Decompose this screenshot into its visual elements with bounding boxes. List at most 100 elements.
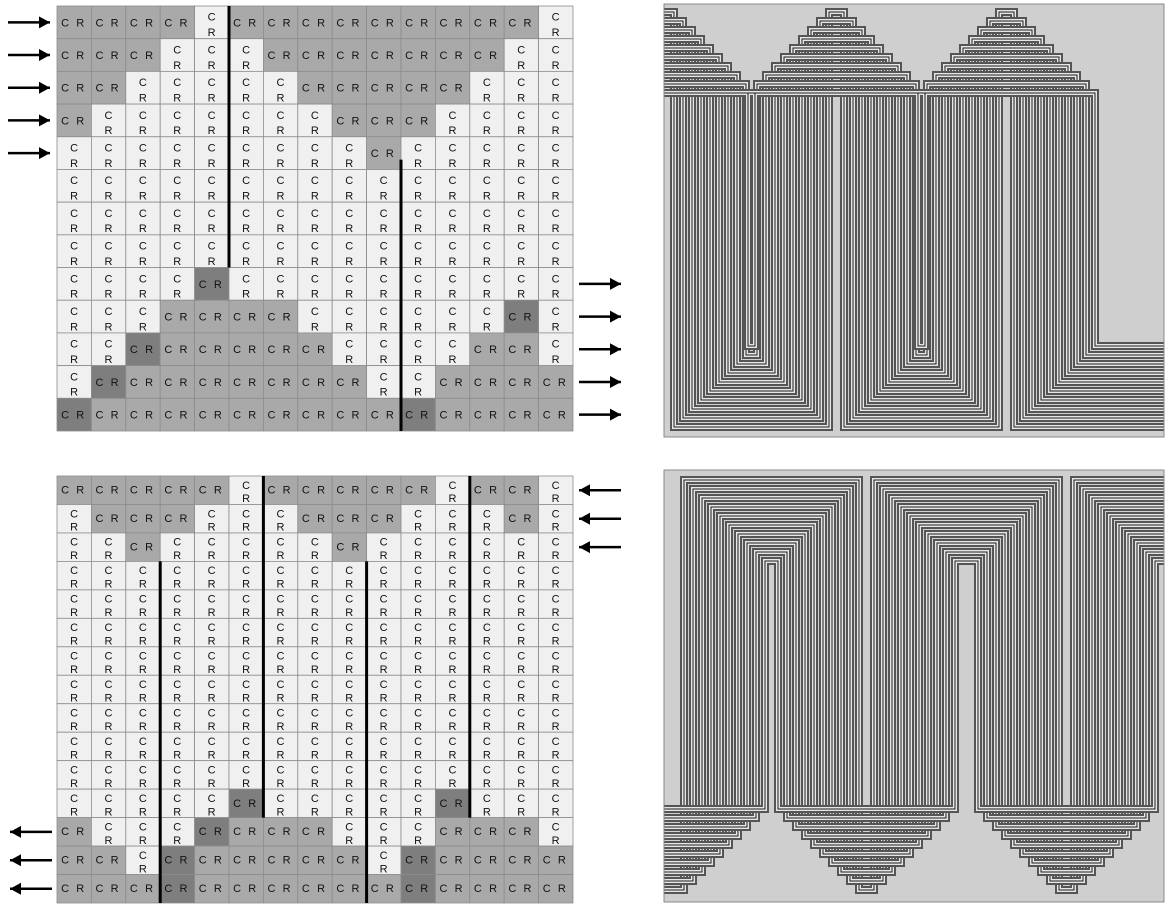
cell-column-glyph: C [414,793,422,805]
cell-column-glyph: C [552,142,560,154]
cell-column-glyph: C [268,377,276,389]
cell-row-glyph: R [145,17,153,29]
cell-row-glyph: R [455,377,463,389]
cell-row-glyph: R [70,550,78,562]
cell-column-glyph: C [276,793,284,805]
cell-row-glyph: R [276,636,284,648]
cell-row-glyph: R [345,721,353,733]
cell-column-glyph: C [474,50,482,62]
cell-row-glyph: R [139,579,147,591]
cell-column-glyph: C [371,148,379,160]
cell-column-glyph: C [517,537,525,549]
cell-row-glyph: R [242,664,250,676]
cell-column-glyph: C [104,622,112,634]
cell-row-glyph: R [70,256,78,268]
cell-column-glyph: C [268,485,276,497]
cell-column-glyph: C [345,306,353,318]
cell-row-glyph: R [455,798,463,810]
cell-column-glyph: C [139,764,147,776]
cell-row-glyph: R [517,158,525,170]
cell-row-glyph: R [242,579,250,591]
cell-row-glyph: R [489,377,497,389]
cell-column-glyph: C [336,50,344,62]
cell-column-glyph: C [242,241,250,253]
flow-arrow-head [610,376,621,388]
cell-column-glyph: C [242,736,250,748]
cell-column-glyph: C [483,273,491,285]
cell-row-glyph: R [317,826,325,838]
cell-column-glyph: C [336,17,344,29]
cell-column-glyph: C [311,273,319,285]
cell-column-glyph: C [474,485,482,497]
cell-column-glyph: C [517,651,525,663]
cell-column-glyph: C [199,485,207,497]
cell-column-glyph: C [345,622,353,634]
cell-column-glyph: C [483,537,491,549]
cell-column-glyph: C [242,594,250,606]
cell-column-glyph: C [414,594,422,606]
cell-column-glyph: C [208,708,216,720]
cell-column-glyph: C [139,736,147,748]
cell-row-glyph: R [139,223,147,235]
cell-row-glyph: R [517,550,525,562]
cell-column-glyph: C [448,565,456,577]
cell-column-glyph: C [414,142,422,154]
cell-row-glyph: R [552,256,560,268]
cell-column-glyph: C [199,312,207,324]
cell-column-glyph: C [242,679,250,691]
cell-row-glyph: R [139,778,147,790]
cell-row-glyph: R [552,321,560,333]
cell-column-glyph: C [380,371,388,383]
cell-column-glyph: C [70,339,78,351]
cell-column-glyph: C [276,241,284,253]
cell-column-glyph: C [552,480,560,492]
cell-column-glyph: C [70,736,78,748]
cell-column-glyph: C [483,142,491,154]
cell-column-glyph: C [483,306,491,318]
cell-column-glyph: C [440,410,448,422]
cell-column-glyph: C [173,565,181,577]
cell-column-glyph: C [208,622,216,634]
cell-column-glyph: C [173,110,181,122]
cell-column-glyph: C [70,208,78,220]
cell-column-glyph: C [276,77,284,89]
cell-row-glyph: R [311,806,319,818]
cell-row-glyph: R [70,607,78,619]
cell-row-glyph: R [483,550,491,562]
cell-row-glyph: R [317,377,325,389]
cell-column-glyph: C [199,410,207,422]
cell-column-glyph: C [70,594,78,606]
cell-column-glyph: C [380,793,388,805]
cell-column-glyph: C [552,241,560,253]
cell-column-glyph: C [242,44,250,56]
cell-row-glyph: R [276,223,284,235]
cell-row-glyph: R [111,50,119,62]
cell-row-glyph: R [523,513,531,525]
cell-row-glyph: R [283,855,291,867]
cell-column-glyph: C [104,679,112,691]
cell-row-glyph: R [111,377,119,389]
cell-column-glyph: C [414,339,422,351]
cell-column-glyph: C [311,679,319,691]
cell-row-glyph: R [70,664,78,676]
cell-column-glyph: C [448,508,456,520]
cell-column-glyph: C [70,679,78,691]
cell-column-glyph: C [208,241,216,253]
cell-row-glyph: R [517,256,525,268]
cell-row-glyph: R [517,721,525,733]
cell-row-glyph: R [311,636,319,648]
flow-arrow-head [579,541,590,553]
cell-row-glyph: R [139,321,147,333]
cell-column-glyph: C [139,142,147,154]
cell-row-glyph: R [483,664,491,676]
cell-row-glyph: R [380,354,388,366]
cell-row-glyph: R [276,806,284,818]
cell-column-glyph: C [139,208,147,220]
cell-column-glyph: C [474,410,482,422]
cell-row-glyph: R [345,354,353,366]
cell-row-glyph: R [448,607,456,619]
cell-row-glyph: R [448,721,456,733]
cell-row-glyph: R [242,256,250,268]
cell-column-glyph: C [104,821,112,833]
cell-row-glyph: R [414,256,422,268]
